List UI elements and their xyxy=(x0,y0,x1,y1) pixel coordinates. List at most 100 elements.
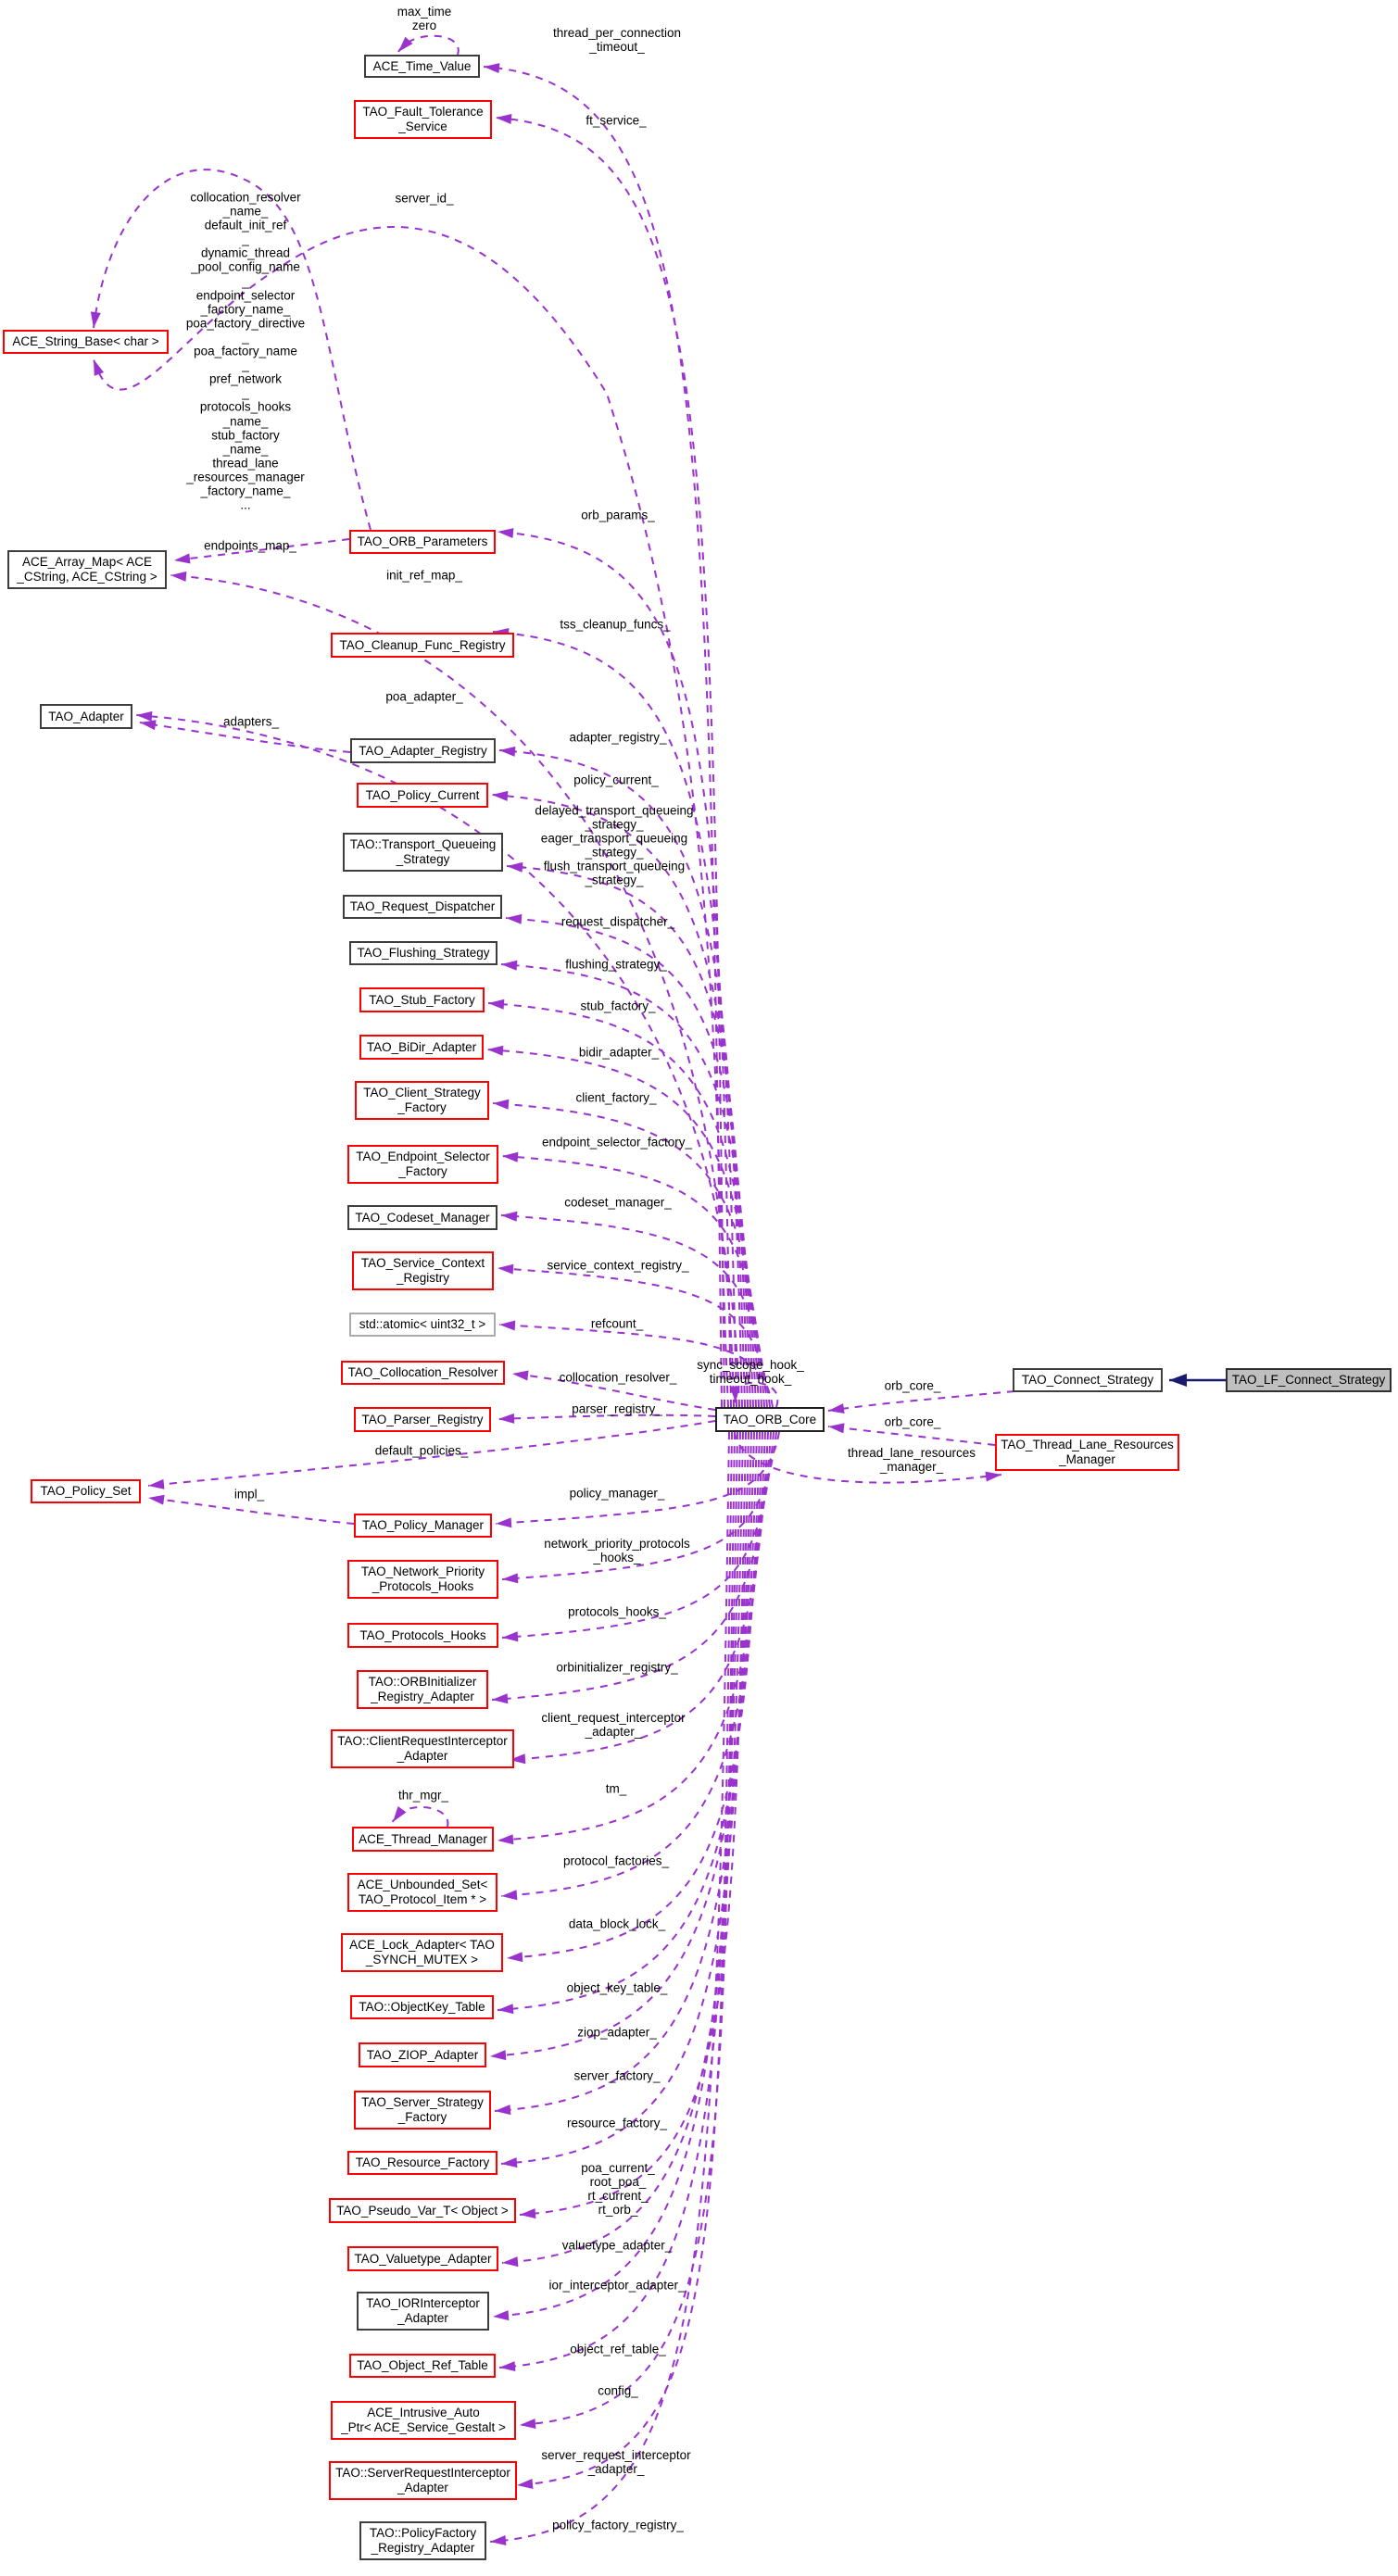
arrowhead-policy-manager xyxy=(496,1517,512,1528)
class-node-tao-policyfactory-registry-adapter[interactable]: TAO::PolicyFactory _Registry_Adapter xyxy=(359,2521,486,2560)
edge-poa-adapter xyxy=(135,714,740,1408)
class-node-tao-stub-factory[interactable]: TAO_Stub_Factory xyxy=(359,987,485,1012)
class-node-tao-request-dispatcher[interactable]: TAO_Request_Dispatcher xyxy=(343,895,502,919)
edge-impl xyxy=(147,1497,355,1525)
class-node-ace-intrusive-auto-ptr[interactable]: ACE_Intrusive_Auto _Ptr< ACE_Service_Ges… xyxy=(331,2401,516,2440)
edge-label-server-factory: server_factory_ xyxy=(573,2068,661,2083)
edge-orb-params xyxy=(497,531,732,1408)
edge-label-sync-scope-timeout-hooks: sync_scope_hook_ timeout_hook_ xyxy=(697,1357,804,1386)
edge-resource-factory xyxy=(500,1431,749,2165)
edge-label-config: config_ xyxy=(598,2383,638,2398)
edge-label-client-request-interceptor-adapter: client_request_interceptor _adapter_ xyxy=(541,1710,686,1739)
class-node-tao-ziop-adapter[interactable]: TAO_ZIOP_Adapter xyxy=(359,2042,486,2067)
class-node-tao-object-ref-table[interactable]: TAO_Object_Ref_Table xyxy=(349,2354,496,2378)
class-node-tao-objectkey-table[interactable]: TAO::ObjectKey_Table xyxy=(350,1995,494,2019)
class-node-tao-collocation-resolver[interactable]: TAO_Collocation_Resolver xyxy=(341,1361,505,1385)
class-node-tao-orb-core[interactable]: TAO_ORB_Core xyxy=(715,1407,825,1432)
arrowhead-resource-factory xyxy=(501,2157,518,2168)
edge-adapter-registry xyxy=(498,749,743,1408)
arrowhead-thr-mgr xyxy=(393,1806,407,1822)
edge-label-poa-adapter: poa_adapter_ xyxy=(385,689,463,704)
class-node-tao-iorinterceptor-adapter[interactable]: TAO_IORInterceptor _Adapter xyxy=(357,2292,489,2331)
class-node-tao-adapter-registry[interactable]: TAO_Adapter_Registry xyxy=(350,738,496,763)
class-node-tao-policy-manager[interactable]: TAO_Policy_Manager xyxy=(354,1514,492,1538)
class-node-ace-array-map[interactable]: ACE_Array_Map< ACE _CString, ACE_CString… xyxy=(7,550,167,589)
arrowhead-adapter-registry xyxy=(499,746,516,757)
edge-label-policy-manager: policy_manager_ xyxy=(569,1486,665,1501)
arrowhead-thread-lane-resources-manager xyxy=(985,1471,1001,1482)
arrowhead-orb-parameters-names xyxy=(90,311,101,328)
class-node-tao-server-strategy-factory[interactable]: TAO_Server_Strategy _Factory xyxy=(354,2091,491,2130)
arrowhead-transport-queueing-strategies xyxy=(507,861,523,873)
arrowhead-policy-factory-registry xyxy=(490,2535,507,2546)
class-node-tao-network-priority-protocols-hooks[interactable]: TAO_Network_Priority _Protocols_Hooks xyxy=(347,1560,498,1599)
class-node-tao-policy-current[interactable]: TAO_Policy_Current xyxy=(357,783,488,808)
arrowhead-max-time-zero xyxy=(398,36,413,52)
class-node-tao-resource-factory[interactable]: TAO_Resource_Factory xyxy=(347,2151,497,2175)
edge-label-bidir-adapter: bidir_adapter_ xyxy=(578,1045,660,1060)
class-node-tao-serverrequestinterceptor-adapter[interactable]: TAO::ServerRequestInterceptor _Adapter xyxy=(329,2461,517,2500)
class-node-ace-thread-manager[interactable]: ACE_Thread_Manager xyxy=(352,1827,494,1852)
class-node-tao-fault-tolerance-service[interactable]: TAO_Fault_Tolerance _Service xyxy=(354,100,492,139)
class-node-tao-bidir-adapter[interactable]: TAO_BiDir_Adapter xyxy=(359,1035,484,1060)
class-node-ace-time-value[interactable]: ACE_Time_Value xyxy=(364,55,480,78)
edge-label-adapters: adapters_ xyxy=(222,714,280,729)
edge-label-codeset-manager: codeset_manager_ xyxy=(564,1195,672,1210)
edge-policy-manager xyxy=(495,1431,780,1525)
edge-server-id xyxy=(93,226,729,1408)
edge-endpoint-selector-factory xyxy=(501,1155,765,1408)
class-node-ace-unbounded-set[interactable]: ACE_Unbounded_Set< TAO_Protocol_Item * > xyxy=(347,1873,497,1912)
edge-init-ref-map xyxy=(170,574,735,1408)
edge-label-thr-mgr: thr_mgr_ xyxy=(397,1788,449,1803)
class-node-tao-thread-lane-resources-manager[interactable]: TAO_Thread_Lane_Resources _Manager xyxy=(995,1434,1179,1471)
edge-max-time-zero xyxy=(397,34,460,56)
class-node-tao-transport-queueing-strategy[interactable]: TAO::Transport_Queueing _Strategy xyxy=(343,833,503,872)
class-node-tao-pseudo-var-t[interactable]: TAO_Pseudo_Var_T< Object > xyxy=(329,2198,516,2223)
class-node-ace-lock-adapter[interactable]: ACE_Lock_Adapter< TAO _SYNCH_MUTEX > xyxy=(341,1933,503,1972)
class-node-tao-endpoint-selector-factory[interactable]: TAO_Endpoint_Selector _Factory xyxy=(347,1145,498,1184)
edge-ft-service xyxy=(495,117,725,1408)
class-node-tao-adapter[interactable]: TAO_Adapter xyxy=(40,704,132,729)
edge-endpoints-map xyxy=(173,538,350,561)
arrowhead-thread-per-connection-timeout xyxy=(484,63,500,74)
class-node-tao-service-context-registry[interactable]: TAO_Service_Context _Registry xyxy=(352,1251,494,1290)
edge-client-request-interceptor-adapter xyxy=(509,1431,769,1761)
class-node-tao-connect-strategy[interactable]: TAO_Connect_Strategy xyxy=(1013,1368,1163,1392)
edge-label-server-request-interceptor-adapter: server_request_interceptor _adapter_ xyxy=(541,2447,691,2476)
edge-label-client-factory: client_factory_ xyxy=(575,1090,657,1105)
class-node-tao-lf-connect-strategy[interactable]: TAO_LF_Connect_Strategy xyxy=(1226,1368,1392,1392)
edge-label-orbinitializer-registry: orbinitializer_registry_ xyxy=(556,1660,678,1675)
edge-data-block-lock xyxy=(506,1431,761,1959)
edge-ziop-adapter xyxy=(489,1431,755,2057)
class-node-tao-clientrequestinterceptor-adapter[interactable]: TAO::ClientRequestInterceptor _Adapter xyxy=(331,1729,514,1768)
arrowhead-init-ref-map xyxy=(170,571,187,582)
edge-label-resource-factory: resource_factory_ xyxy=(566,2116,668,2130)
arrowhead-client-request-interceptor-adapter xyxy=(510,1753,526,1765)
class-node-tao-valuetype-adapter[interactable]: TAO_Valuetype_Adapter xyxy=(347,2246,498,2271)
arrowhead-object-key-table xyxy=(497,2004,514,2015)
edge-label-tm: tm_ xyxy=(605,1781,627,1796)
class-node-tao-orbinitializer-registry-adapter[interactable]: TAO::ORBInitializer _Registry_Adapter xyxy=(357,1670,488,1709)
edge-poa-current-root-poa-rt xyxy=(519,1431,747,2216)
edge-label-stub-factory: stub_factory_ xyxy=(580,999,656,1013)
edge-thr-mgr xyxy=(392,1805,449,1828)
class-node-tao-cleanup-func-registry[interactable]: TAO_Cleanup_Func_Registry xyxy=(331,633,514,658)
class-node-tao-orb-parameters[interactable]: TAO_ORB_Parameters xyxy=(349,530,496,554)
class-node-tao-policy-set[interactable]: TAO_Policy_Set xyxy=(31,1479,141,1503)
class-node-tao-parser-registry[interactable]: TAO_Parser_Registry xyxy=(354,1407,491,1432)
class-node-tao-codeset-manager[interactable]: TAO_Codeset_Manager xyxy=(347,1205,497,1230)
class-node-tao-flushing-strategy[interactable]: TAO_Flushing_Strategy xyxy=(349,941,497,965)
arrowhead-ziop-adapter xyxy=(490,2050,507,2061)
class-node-ace-string-base[interactable]: ACE_String_Base< char > xyxy=(3,330,169,354)
class-node-std-atomic[interactable]: std::atomic< uint32_t > xyxy=(349,1313,496,1337)
edge-label-default-policies: default_policies_ xyxy=(374,1443,469,1458)
edge-label-object-ref-table: object_ref_table_ xyxy=(570,2342,666,2356)
edge-label-endpoints-map: endpoints_map_ xyxy=(204,538,296,553)
arrowhead-orbinitializer-registry xyxy=(492,1693,509,1704)
edge-label-orb-core-1: orb_core_ xyxy=(884,1378,941,1393)
edge-label-policy-factory-registry: policy_factory_registry_ xyxy=(552,2518,684,2532)
class-node-tao-client-strategy-factory[interactable]: TAO_Client_Strategy _Factory xyxy=(355,1081,489,1120)
class-node-tao-protocols-hooks[interactable]: TAO_Protocols_Hooks xyxy=(347,1623,498,1648)
arrowhead-collocation-resolver xyxy=(512,1370,529,1381)
